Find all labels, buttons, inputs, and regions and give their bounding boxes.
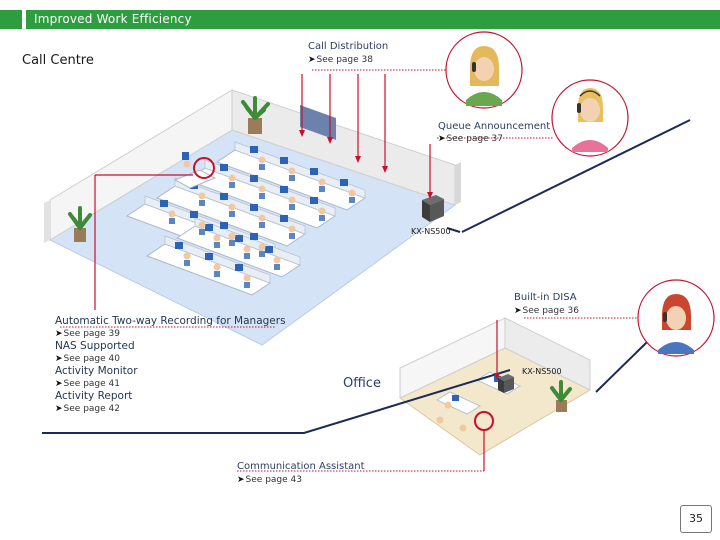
plant-icon	[241, 96, 270, 134]
highlight-circle	[474, 411, 494, 431]
page-reference: ➤See page 43	[237, 475, 365, 485]
feature-call-distribution: Call Distribution ➤See page 38	[308, 41, 388, 65]
page-reference: ➤See page 37	[438, 134, 550, 144]
plant-icon	[68, 206, 92, 242]
plant-icon	[550, 380, 572, 412]
arrow-right-icon: ➤	[237, 475, 245, 485]
see-page-link[interactable]: See page 38	[316, 55, 373, 65]
call-centre-agents	[160, 146, 356, 288]
feature-title: Call Distribution	[308, 41, 389, 52]
page-reference: ➤See page 39	[55, 329, 286, 339]
arrow-right-icon: ➤	[55, 329, 63, 339]
highlight-circle	[193, 157, 215, 179]
header-tab-marker	[22, 10, 26, 29]
arrow-right-icon: ➤	[55, 404, 63, 414]
device-label-call-centre: KX-NS500	[411, 227, 451, 236]
see-page-link[interactable]: See page 36	[522, 306, 579, 316]
arrow-right-icon: ➤	[55, 379, 63, 389]
page-reference: ➤See page 42	[55, 404, 286, 414]
feature-queue-announcement: Queue Announcement ➤See page 37	[438, 121, 550, 144]
feature-communication-assistant: Communication Assistant ➤See page 43	[237, 461, 365, 485]
feature-title: Communication Assistant	[237, 461, 365, 472]
office-room	[399, 317, 592, 456]
pbx-unit-icon	[422, 195, 444, 222]
arrow-right-icon: ➤	[308, 55, 316, 65]
page-reference: ➤See page 41	[55, 379, 286, 389]
page-number: 35	[680, 505, 712, 533]
callout-arrows	[94, 74, 500, 471]
arrow-right-icon: ➤	[514, 306, 522, 316]
device-label-office: KX-NS500	[522, 367, 562, 376]
page-title: Improved Work Efficiency	[34, 12, 192, 26]
page-reference: ➤See page 36	[514, 306, 579, 316]
section-title-call-centre: Call Centre	[22, 53, 94, 68]
see-page-link[interactable]: See page 40	[63, 354, 120, 364]
page-reference: ➤See page 40	[55, 354, 286, 364]
page-reference: ➤See page 38	[308, 55, 388, 65]
see-page-link[interactable]: See page 39	[63, 329, 120, 339]
feature-title: Activity Monitor	[55, 365, 138, 377]
feature-title: Activity Report	[55, 390, 133, 402]
dotted-connectors	[60, 69, 650, 472]
feature-title: NAS Supported	[55, 340, 135, 352]
arrow-right-icon: ➤	[438, 134, 446, 144]
feature-title: Built-in DISA	[514, 292, 577, 303]
caller-avatar-icon	[637, 279, 715, 357]
see-page-link[interactable]: See page 43	[245, 475, 302, 485]
feature-built-in-disa: Built-in DISA ➤See page 36	[514, 292, 579, 316]
caller-avatar-icon	[551, 79, 629, 157]
arrow-right-icon: ➤	[55, 354, 63, 364]
see-page-link[interactable]: See page 42	[63, 404, 120, 414]
see-page-link[interactable]: See page 41	[63, 379, 120, 389]
feature-title: Automatic Two-way Recording for Managers	[55, 315, 286, 327]
caller-avatar-icon	[445, 31, 523, 109]
pbx-unit-icon	[498, 374, 514, 393]
see-page-link[interactable]: See page 37	[446, 134, 503, 144]
feature-title: Queue Announcement	[438, 121, 551, 132]
section-title-office: Office	[343, 376, 381, 391]
header-bar: Improved Work Efficiency	[0, 0, 720, 29]
feature-list-managers: Automatic Two-way Recording for Managers…	[55, 315, 286, 415]
header-stripe	[0, 10, 720, 29]
